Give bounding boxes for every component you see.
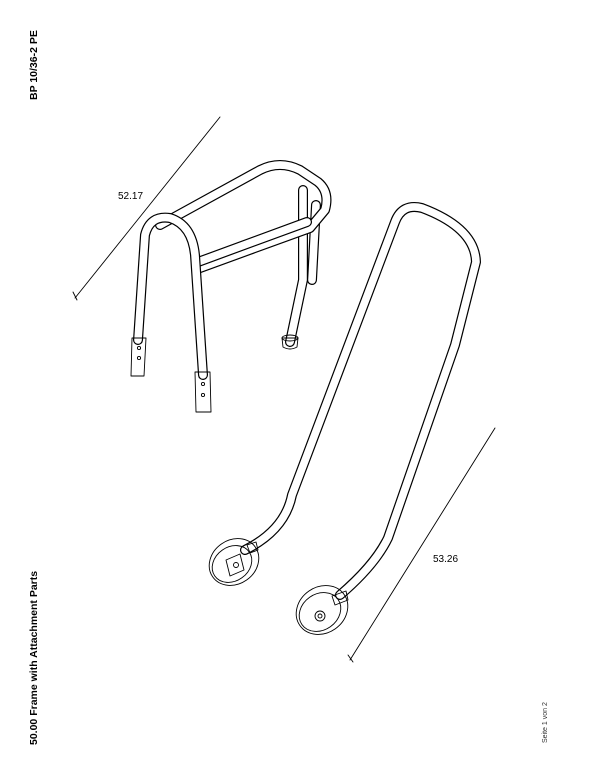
wheel-right — [295, 585, 349, 635]
frame-leader-tick — [72, 291, 78, 301]
frame-leader-line — [74, 116, 221, 299]
handle-leader-tick — [347, 654, 354, 663]
handle-callout-label: 53.26 — [433, 554, 458, 565]
handle-leader-line — [349, 427, 496, 661]
frame-part — [130, 160, 332, 413]
frame-callout-label: 52.17 — [118, 191, 143, 202]
handle-part — [240, 202, 481, 600]
wheel-left — [208, 538, 260, 586]
